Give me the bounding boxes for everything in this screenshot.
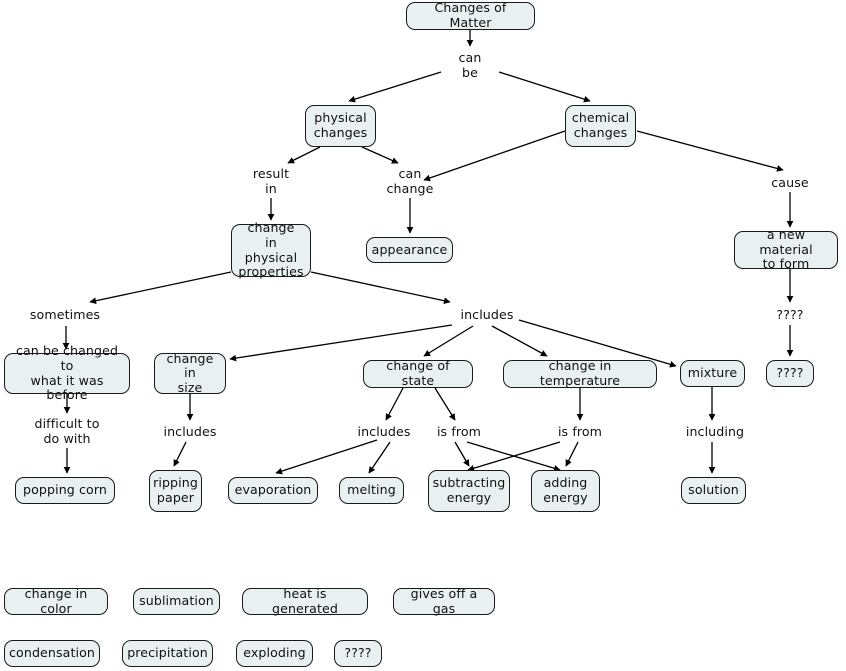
edge-physical-changes-to-can-change bbox=[361, 146, 399, 164]
link-label-sometimes: sometimes bbox=[29, 306, 101, 322]
node-physical-changes[interactable]: physical changes bbox=[305, 105, 376, 147]
node-exploding[interactable]: exploding bbox=[236, 640, 313, 667]
edge-includes-state-to-melting bbox=[368, 441, 391, 474]
node-change-in-physical-properties[interactable]: change in physical properties bbox=[231, 221, 311, 279]
edge-is-from-right-to-adding-energy bbox=[565, 441, 579, 467]
node-change-in-color[interactable]: change in color bbox=[4, 586, 108, 615]
edge-physical-changes-to-result-in bbox=[287, 146, 321, 164]
edge-is-from-right-to-subtracting-energy bbox=[467, 441, 561, 472]
edge-can-be-to-physical-changes bbox=[348, 71, 442, 103]
edge-includes-state-to-evaporation bbox=[275, 439, 378, 475]
node-chemical-changes[interactable]: chemical changes bbox=[565, 105, 636, 147]
link-label-includes-state: includes bbox=[357, 423, 411, 439]
node-mixture[interactable]: mixture bbox=[680, 360, 745, 387]
node-can-be-changed[interactable]: can be changed to what it was before bbox=[4, 344, 130, 402]
link-label-difficult-to: difficult to do with bbox=[34, 416, 100, 446]
edge-change-in-physical-properties-to-sometimes bbox=[89, 271, 232, 305]
node-heat-is-generated[interactable]: heat is generated bbox=[242, 586, 368, 615]
link-label-includes-size: includes bbox=[163, 423, 217, 439]
node-solution[interactable]: solution bbox=[681, 477, 746, 504]
edge-includes-main-to-change-in-temperature bbox=[491, 325, 548, 357]
node-gives-off-a-gas[interactable]: gives off a gas bbox=[393, 586, 495, 615]
node-subtracting-energy[interactable]: subtracting energy bbox=[428, 470, 510, 512]
link-label-includes-main: includes bbox=[460, 306, 514, 322]
node-ripping-paper[interactable]: ripping paper bbox=[149, 470, 202, 512]
link-label-can-change: can change bbox=[386, 166, 434, 196]
edge-is-from-left-to-adding-energy bbox=[466, 441, 561, 472]
link-label-result-in: result in bbox=[252, 166, 290, 196]
link-label-cause-unknown: ???? bbox=[776, 306, 804, 322]
link-label-is-from-right: is from bbox=[557, 423, 603, 439]
node-sublimation[interactable]: sublimation bbox=[133, 588, 220, 615]
node-adding-energy[interactable]: adding energy bbox=[531, 470, 600, 512]
node-changes-of-matter[interactable]: Changes of Matter bbox=[406, 1, 535, 30]
node-evaporation[interactable]: evaporation bbox=[228, 477, 318, 504]
node-change-in-temperature[interactable]: change in temperature bbox=[503, 359, 657, 388]
edge-is-from-left-to-subtracting-energy bbox=[454, 441, 470, 467]
edge-includes-main-to-change-in-size bbox=[229, 324, 453, 362]
edge-can-be-to-chemical-changes bbox=[498, 71, 591, 103]
edge-change-in-physical-properties-to-includes-main bbox=[310, 271, 451, 305]
node-a-new-material-to-form[interactable]: a new material to form bbox=[734, 227, 838, 271]
link-label-is-from-left: is from bbox=[436, 423, 482, 439]
node-melting[interactable]: melting bbox=[339, 477, 404, 504]
node-unknown-right[interactable]: ???? bbox=[766, 360, 814, 387]
link-label-cause: cause bbox=[771, 174, 809, 190]
node-change-of-state[interactable]: change of state bbox=[363, 359, 473, 388]
node-change-in-size[interactable]: change in size bbox=[154, 351, 226, 395]
edge-chemical-changes-to-cause bbox=[636, 130, 784, 172]
node-popping-corn[interactable]: popping corn bbox=[15, 477, 115, 504]
edge-chemical-changes-to-can-change bbox=[423, 130, 566, 182]
edge-includes-main-to-change-of-state bbox=[423, 325, 474, 357]
node-appearance[interactable]: appearance bbox=[366, 237, 453, 263]
node-condensation[interactable]: condensation bbox=[4, 640, 100, 667]
edge-change-of-state-to-is-from-left bbox=[434, 387, 456, 421]
edge-change-of-state-to-includes-state bbox=[385, 387, 404, 421]
node-unknown-bottom[interactable]: ???? bbox=[334, 640, 382, 667]
link-label-can-be: can be bbox=[458, 50, 482, 80]
node-precipitation[interactable]: precipitation bbox=[122, 640, 213, 667]
link-label-including: including bbox=[685, 423, 745, 439]
edge-includes-size-to-ripping-paper bbox=[173, 441, 187, 467]
